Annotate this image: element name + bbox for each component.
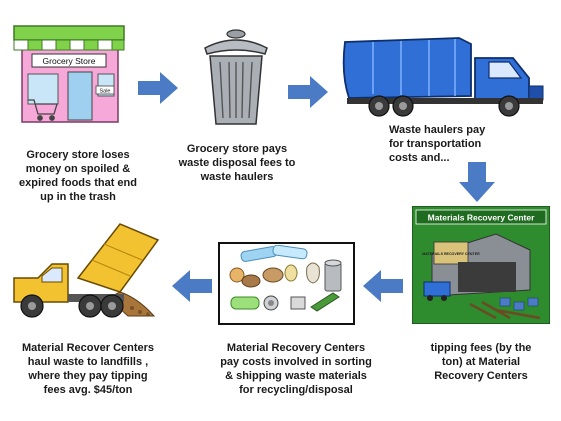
mrc-banner-text: Materials Recovery Center: [428, 213, 535, 223]
step-caption-grocery: Grocery store loses money on spoiled & e…: [19, 149, 137, 203]
flow-arrow-down: [459, 162, 495, 202]
step-caption-mrc: tipping fees (by the ton) at Material Re…: [430, 342, 532, 382]
dump-truck-illustration: [13, 223, 160, 318]
sorted-recyclables-illustration: [229, 245, 342, 312]
grocery-store-sign: Grocery Store: [43, 56, 96, 66]
trash-can-illustration: [204, 29, 268, 125]
flow-arrow-right-2: [288, 76, 328, 108]
step-caption-garbage-truck: Waste haulers pay for transportation cos…: [389, 124, 486, 164]
mrc-building-sign: MATERIALS RECOVERY CENTER: [422, 252, 480, 256]
materials-recovery-center-illustration: Materials Recovery Center MATERIALS RECO…: [412, 206, 550, 324]
store-door-sign: Sale: [99, 89, 110, 95]
flow-arrow-right-1: [138, 72, 178, 104]
shopping-cart-icon: [28, 99, 58, 121]
step-caption-sorting: Material Recovery Centers pay costs invo…: [220, 342, 372, 396]
step-caption-dump-truck: Material Recover Centers haul waste to l…: [21, 342, 155, 396]
step-caption-trash-can: Grocery store pays waste disposal fees t…: [178, 143, 296, 183]
flow-arrow-left-1: [363, 270, 403, 302]
plastic-bottles: [240, 245, 308, 262]
grocery-store-illustration: Grocery Store Sale: [13, 25, 125, 123]
flow-arrow-left-2: [172, 270, 212, 302]
garbage-truck-illustration: [342, 37, 544, 117]
